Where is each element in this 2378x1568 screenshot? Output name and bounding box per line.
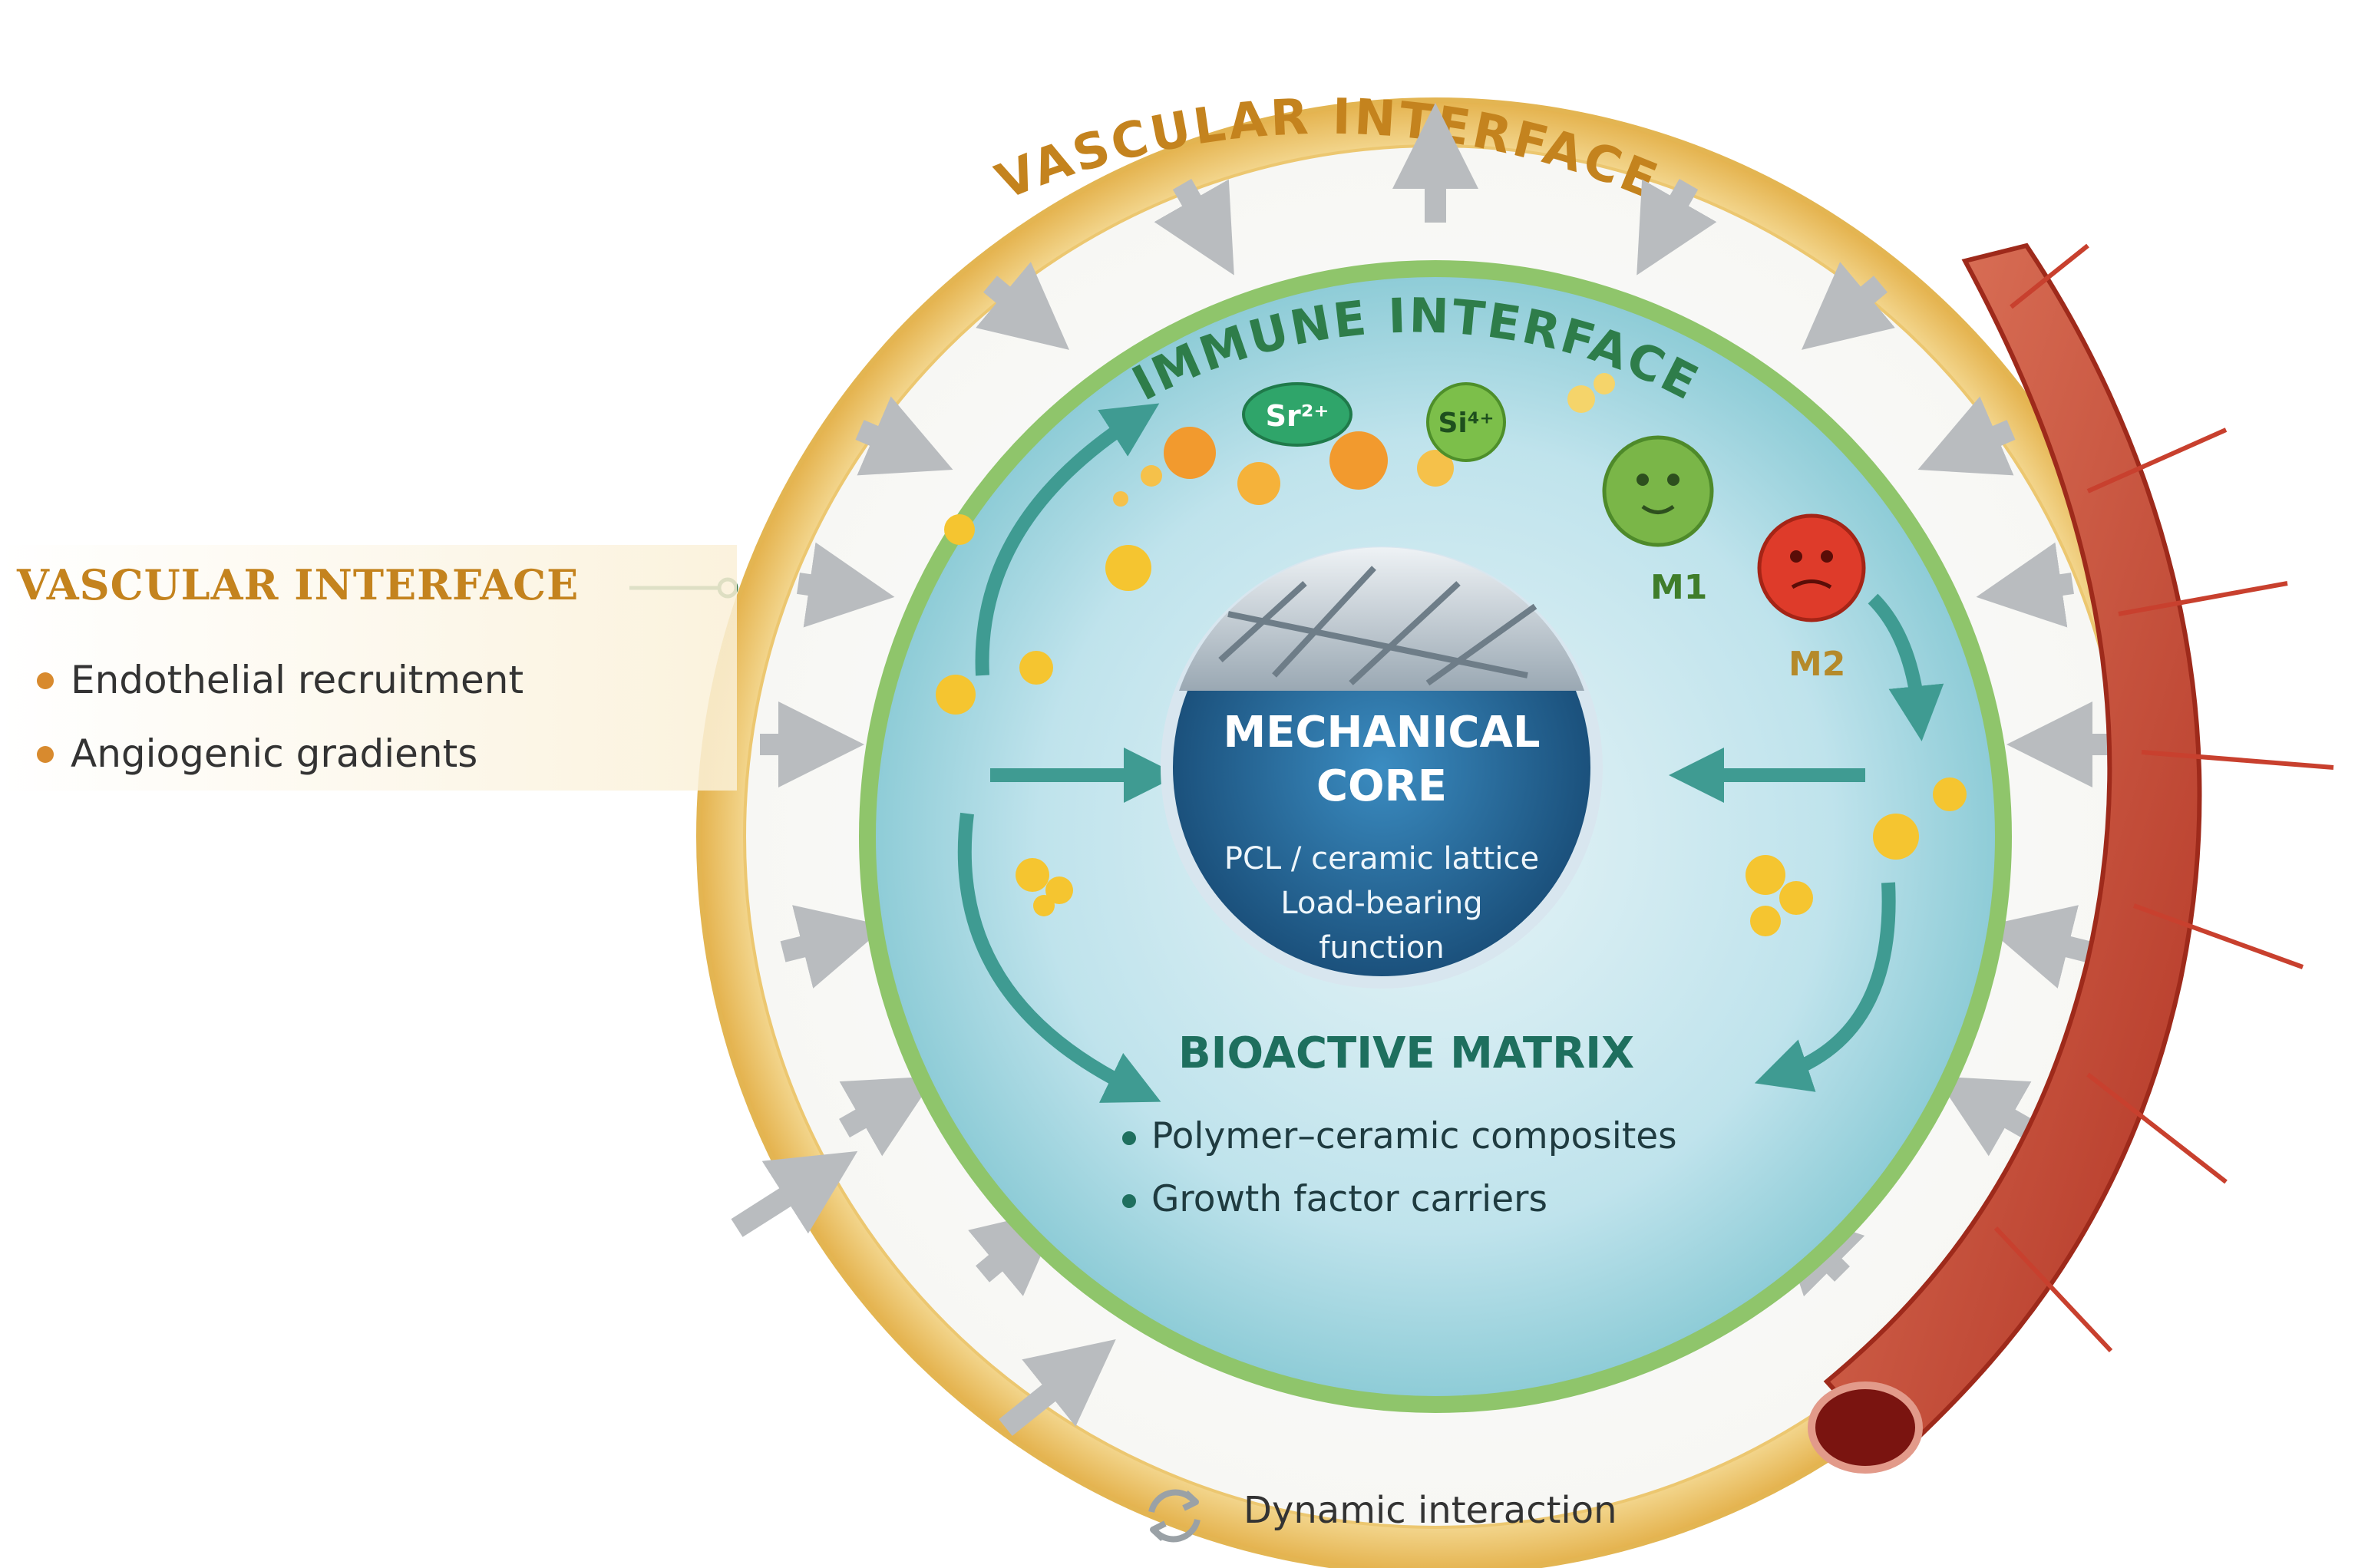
matrix-item: Polymer–ceramic composites <box>1122 1105 1677 1168</box>
core-title-line1: MECHANICAL <box>1223 708 1541 758</box>
legend-item: Angiogenic gradients <box>37 717 523 791</box>
ion-si: Si⁴⁺ <box>1426 382 1506 462</box>
vascular-legend-title: VASCULAR INTERFACE <box>17 560 580 609</box>
bullet-dot <box>37 746 54 763</box>
m2-label: M2 <box>1788 645 1846 684</box>
vascular-legend-list: Endothelial recruitment Angiogenic gradi… <box>37 643 524 791</box>
ion-si-label: Si⁴⁺ <box>1438 408 1494 439</box>
core-sub-line2: Load-bearing <box>1280 886 1483 921</box>
grey-arrows <box>731 103 2111 1436</box>
blood-vessel <box>1808 243 2334 1474</box>
matrix-item-text: Growth factor carriers <box>1151 1178 1547 1220</box>
core-sub-line3: function <box>1319 930 1445 966</box>
core-title-line2: CORE <box>1316 761 1448 811</box>
macrophage-m1-cell <box>1602 435 1714 547</box>
core-title: MECHANICAL CORE <box>1167 706 1597 814</box>
teal-arrows <box>957 403 1944 1103</box>
matrix-title: BIOACTIVE MATRIX <box>1178 1028 1635 1078</box>
macrophage-m2-cell <box>1757 513 1866 622</box>
matrix-list: Polymer–ceramic composites Growth factor… <box>1122 1105 1677 1231</box>
m1-label: M1 <box>1650 568 1708 607</box>
vascular-legend-panel <box>0 545 737 791</box>
particles <box>936 373 1967 936</box>
bullet-dot <box>1122 1194 1136 1208</box>
matrix-item: Growth factor carriers <box>1122 1168 1677 1231</box>
bullet-dot <box>1122 1131 1136 1145</box>
bullet-dot <box>37 672 54 689</box>
ion-sr-label: Sr²⁺ <box>1266 399 1329 433</box>
matrix-item-text: Polymer–ceramic composites <box>1151 1115 1677 1157</box>
legend-item: Endothelial recruitment <box>37 643 524 717</box>
legend-item-text: Endothelial recruitment <box>71 658 524 702</box>
ion-sr: Sr²⁺ <box>1242 382 1352 447</box>
cycle-arrows-icon <box>1148 1489 1201 1543</box>
legend-item-text: Angiogenic gradients <box>71 731 478 776</box>
core-sub-line1: PCL / ceramic lattice <box>1224 841 1540 876</box>
core-subtitle: PCL / ceramic lattice Load-bearing funct… <box>1167 837 1597 970</box>
lattice-graphic <box>1179 547 1584 691</box>
lattice-lines <box>1218 566 1537 686</box>
dynamic-interaction-label: Dynamic interaction <box>1243 1489 1617 1532</box>
